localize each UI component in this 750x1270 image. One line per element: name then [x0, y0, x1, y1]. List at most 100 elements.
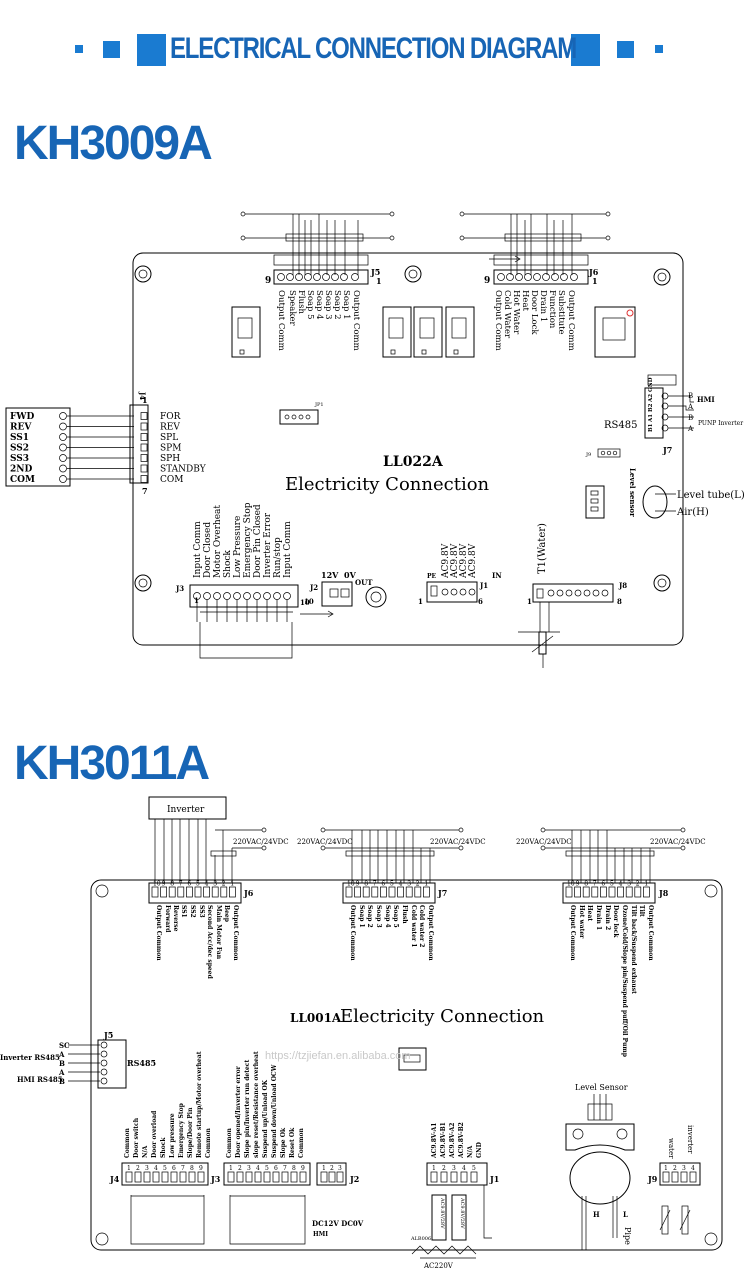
j4-connector	[129, 404, 149, 484]
j3-pin-number: 2	[238, 1165, 242, 1172]
j7-pin-label: Cold water 2	[418, 905, 425, 947]
rs485-end-a: A	[687, 403, 694, 411]
j2-label: J2	[309, 583, 318, 592]
j6-2-pin-label: SS2	[189, 905, 196, 918]
j6-pin-hi: 9	[484, 276, 490, 286]
j6-pin-number: 1	[230, 881, 234, 888]
j4-connector-2	[121, 1162, 209, 1186]
j3-connector-2	[223, 1162, 311, 1186]
j6-pin-socket	[220, 886, 228, 898]
j6-pin-label: Output Comm	[493, 290, 503, 351]
j3-2-pin-label: Reset Ok	[289, 1127, 296, 1158]
j8-pin-socket	[634, 886, 642, 898]
level-sensor-label: Level sensor	[628, 468, 637, 517]
rs485-pin-label: A2	[648, 394, 654, 403]
model-title-2: KH3011A	[14, 737, 210, 790]
watermark: https://tzjiefan.en.alibaba.com	[265, 1050, 411, 1062]
j7-pin-number: 6	[381, 881, 385, 888]
j5-2-terminal	[100, 1068, 108, 1076]
j6-pin-number: 8	[170, 881, 174, 888]
j1-pin-socket	[460, 1171, 468, 1183]
j1-connector	[426, 581, 478, 603]
j7-pin-socket	[345, 886, 353, 898]
j6-pin-socket	[194, 886, 202, 898]
j6-pin-number: 5	[196, 881, 200, 888]
jp1-connector	[279, 409, 319, 425]
inverter-box	[5, 407, 71, 487]
j7-wiring	[320, 827, 464, 883]
j4-2-pin-label: Shock	[160, 1137, 167, 1158]
j4-pin	[140, 475, 148, 483]
j6-2-label: J6	[243, 888, 254, 898]
j3-pin-label: Inverter Error	[263, 512, 273, 578]
j9-connector	[597, 448, 621, 458]
j5-2-terminal	[100, 1059, 108, 1067]
j3-terminal	[273, 592, 281, 600]
j4-label: J4	[138, 391, 147, 400]
j7-pin-number: 3	[407, 881, 411, 888]
j3-pin-number: 9	[301, 1165, 305, 1172]
j4-pin-label: REV	[160, 423, 180, 433]
j7-pin-socket	[414, 886, 422, 898]
j9-inverter: inverter	[686, 1125, 694, 1154]
j7-supply-l: 220VAC/24VDC	[297, 838, 353, 846]
j3-pin-socket	[227, 1171, 235, 1183]
j3-pin-socket	[236, 1171, 244, 1183]
j8-connector	[532, 583, 614, 603]
j2-12v: 12V	[321, 570, 339, 580]
j2-dc: DC12V DC0V	[312, 1219, 364, 1228]
j6-pin-number: 6	[187, 881, 191, 888]
small-jumper	[647, 374, 677, 386]
j5-connector-2	[97, 1039, 127, 1089]
inverter-wires	[154, 819, 267, 883]
inverter-rs485: Inverter RS485	[0, 1053, 60, 1062]
j3-2-pin-label: Suspend down/Unload OCW	[271, 1064, 278, 1158]
j1-pin-socket	[440, 1171, 448, 1183]
j7-label: J7	[437, 888, 447, 898]
temp-sensor	[538, 631, 547, 655]
j7-pin-label: Soap 3	[375, 905, 382, 928]
j8-pin-socket	[608, 886, 616, 898]
j8-2-pin-label: Tilt back/Suspend exhaust	[630, 905, 637, 994]
j8-label: J8	[618, 581, 627, 590]
j6-2-pin-label: Forward	[164, 905, 171, 933]
j4-pin-socket	[161, 1171, 169, 1183]
j3-pin-socket	[290, 1171, 298, 1183]
j2-connector	[321, 581, 353, 607]
j9-pin-socket	[671, 1171, 679, 1183]
j8-2-pin-label: Door lock	[612, 905, 619, 938]
j1-2-pin-label: AC9.8V-A2	[449, 1123, 456, 1159]
j4-input-terminal	[59, 412, 67, 420]
j3-pin-label: Low Pressure	[233, 516, 243, 578]
banner-inner	[166, 34, 571, 66]
j2-pin-number: 1	[322, 1165, 326, 1172]
rs485-pin-label: GND	[648, 377, 654, 392]
j3-2-pin-label: slope reset/Resistance overheat	[253, 1051, 260, 1158]
j7-pin-socket	[354, 886, 361, 898]
j5-wiring	[240, 211, 395, 285]
j4-pin-label: SPM	[160, 444, 181, 454]
j4-pin-socket	[125, 1171, 133, 1183]
j4-pin	[140, 422, 148, 431]
j8-pin-socket	[600, 886, 607, 898]
board-title: Electricity Connection	[285, 474, 490, 495]
j8-pin-socket	[591, 886, 599, 898]
j6-supply: 220VAC/24VDC	[233, 838, 289, 846]
j3-pin-number: 4	[256, 1165, 260, 1172]
j3-pin-label: Input Comm	[193, 521, 203, 578]
j4-pin-top: 1	[142, 395, 148, 405]
j3-pin-socket	[263, 1171, 271, 1183]
decor-square	[617, 41, 634, 58]
j1-label: J1	[479, 581, 488, 590]
j8-supply-r: 220VAC/24VDC	[650, 838, 706, 846]
j4-2-pin-label: Remote startup/Motor overheat	[196, 1051, 203, 1158]
j4-input-terminal	[59, 454, 67, 462]
j6-2-pin-label: Main Motor Fan	[215, 905, 222, 960]
j4-pin	[140, 443, 148, 452]
j5-2-label: J5	[103, 1030, 113, 1040]
j1-2-pin-label: AC9.8V-A1	[431, 1123, 438, 1159]
